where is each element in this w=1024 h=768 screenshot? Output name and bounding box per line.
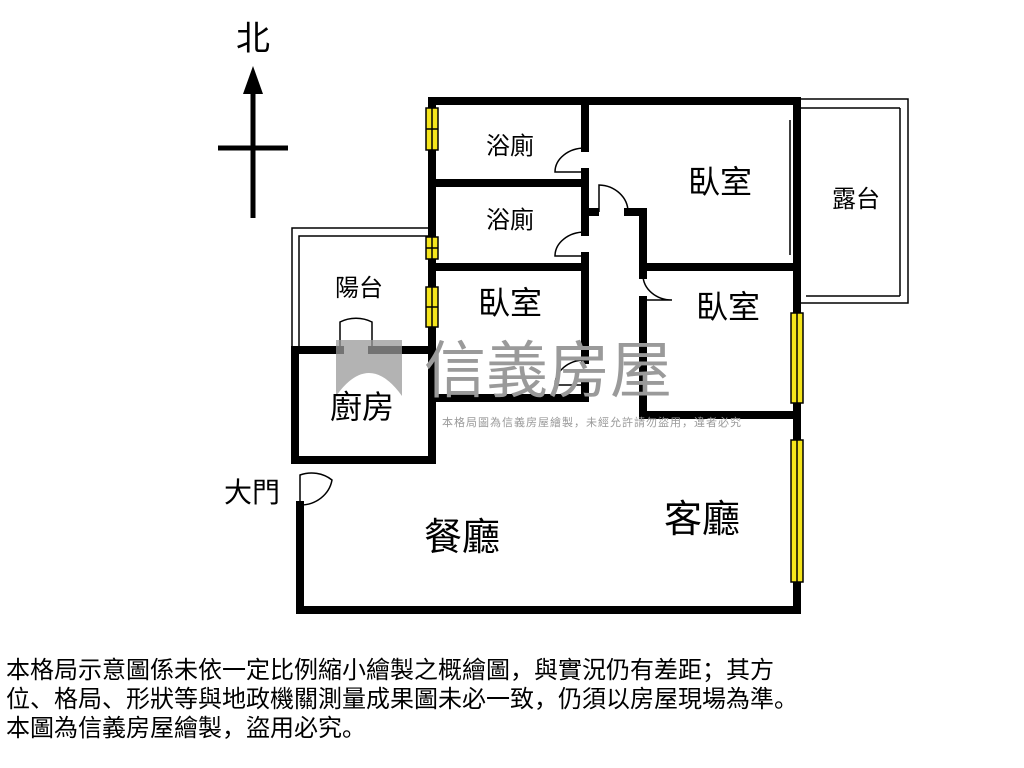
room-label-terrace: 露台: [832, 185, 880, 213]
windows: [425, 107, 804, 583]
doors: [299, 147, 673, 506]
balcony-outline: [291, 227, 432, 350]
room-label-kitchen: 廚房: [330, 388, 394, 426]
disclaimer-line-1: 本格局示意圖係未依一定比例縮小繪製之概繪圖，與實況仍有差距；其方: [6, 656, 774, 684]
room-label-balcony: 陽台: [335, 274, 383, 302]
room-label-bedroom-right: 臥室: [696, 288, 760, 326]
disclaimer: 本格局示意圖係未依一定比例縮小繪製之概繪圖，與實況仍有差距；其方 位、格局、形狀…: [6, 656, 1021, 743]
watermark-brand: 信義房屋: [424, 334, 672, 407]
room-label-living: 客廳: [664, 497, 740, 541]
room-label-bath-1: 浴廁: [486, 132, 534, 160]
north-label: 北: [236, 19, 270, 59]
disclaimer-line-2: 位、格局、形狀等與地政機關測量成果圖未必一致，仍須以房屋現場為準。: [6, 685, 798, 713]
disclaimer-line-3: 本圖為信義房屋繪製，盜用必究。: [6, 714, 366, 742]
north-arrow-icon: [218, 66, 288, 218]
room-label-entrance: 大門: [224, 476, 280, 509]
room-label-dining: 餐廳: [424, 515, 500, 559]
watermark-logo-icon: [336, 340, 402, 396]
room-label-bath-2: 浴廁: [486, 206, 534, 234]
room-label-bedroom-small: 臥室: [478, 284, 542, 322]
watermark-notice: 本格局圖為信義房屋繪製，未經允許請勿盜用，違者必究: [442, 415, 742, 429]
room-label-bedroom-master: 臥室: [688, 163, 752, 201]
